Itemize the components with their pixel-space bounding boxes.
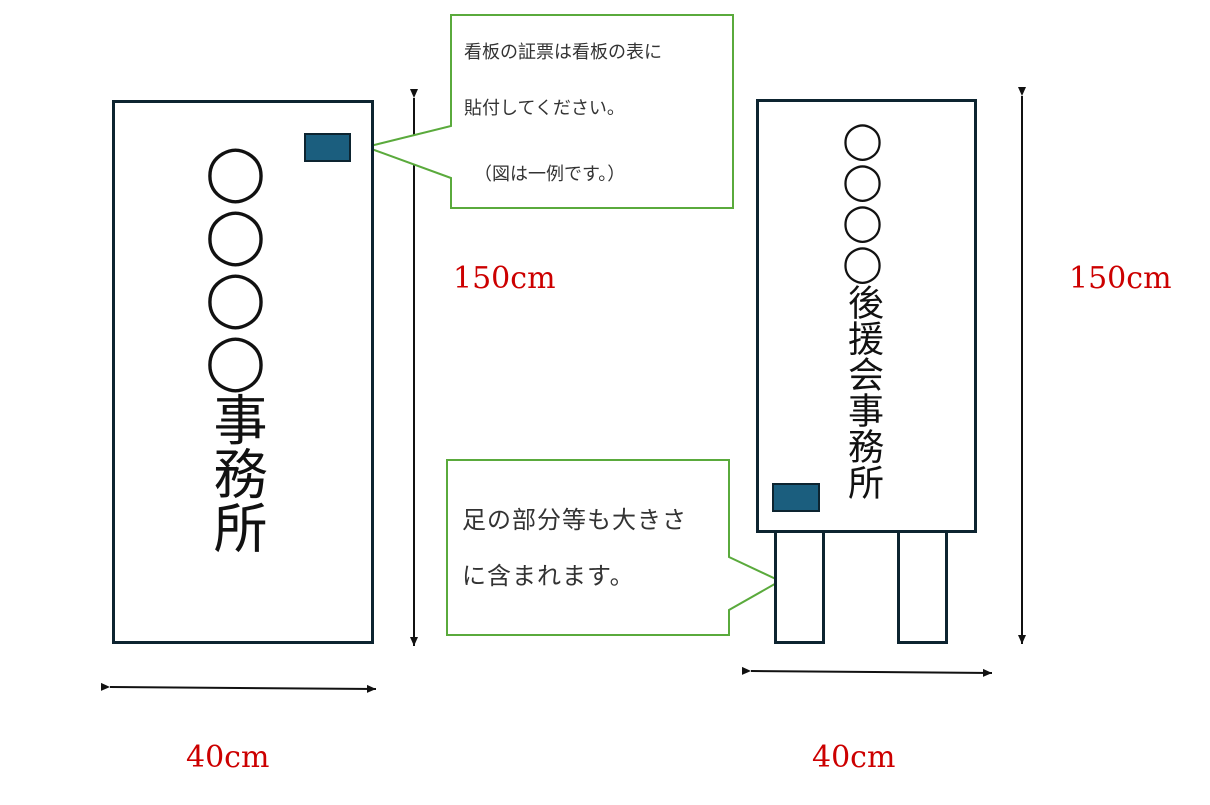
sign-leg-right	[897, 531, 948, 644]
callout-legs-line1: 足の部分等も大きさ	[462, 506, 687, 534]
callout-legs-balloon	[446, 459, 783, 636]
callout-legs-line2: に含まれます。	[462, 562, 635, 590]
certificate-stamp-left	[304, 133, 351, 162]
height-label-left: 150cm	[453, 261, 556, 296]
width-arrow-left	[100, 682, 377, 693]
supporters-sign-text: ◯◯◯◯後援会事務所	[842, 120, 883, 500]
supporters-sign-board	[756, 99, 977, 533]
certificate-stamp-right	[772, 483, 820, 512]
office-sign-text: ◯◯◯◯事務所	[204, 140, 267, 554]
callout-certificate-balloon	[362, 14, 734, 209]
callout-certificate-line3: （図は一例です。）	[474, 164, 626, 185]
width-label-left: 40cm	[186, 740, 270, 775]
callout-certificate-line1: 看板の証票は看板の表に	[464, 42, 662, 63]
sign-leg-left	[774, 531, 825, 644]
width-arrow-right	[741, 666, 993, 677]
width-label-right: 40cm	[812, 740, 896, 775]
callout-certificate-line2: 貼付してください。	[464, 98, 625, 119]
height-label-right: 150cm	[1069, 261, 1172, 296]
office-sign-board	[112, 100, 374, 644]
